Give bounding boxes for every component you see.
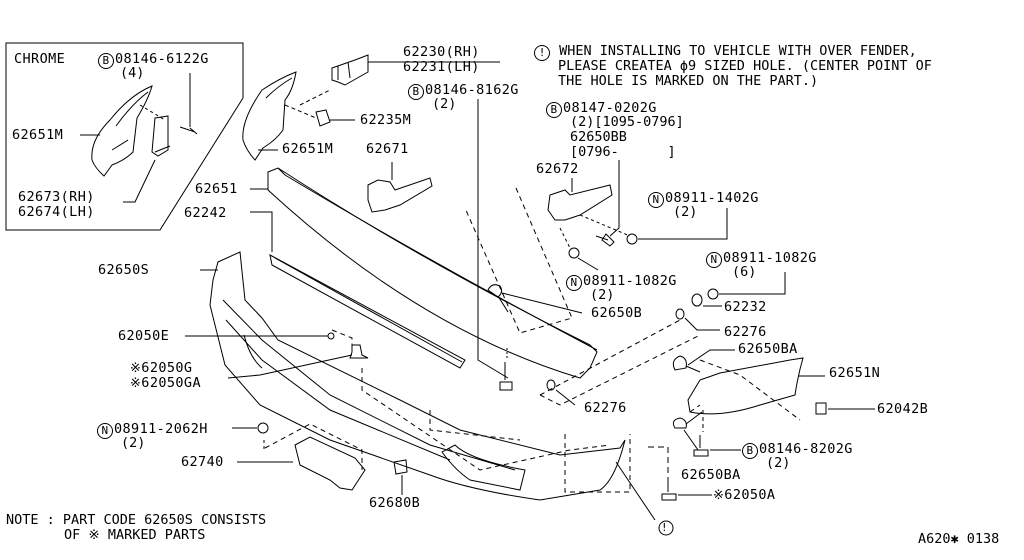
side-cover-62651N bbox=[687, 357, 804, 415]
clip-62050E bbox=[327, 332, 335, 340]
bracket-62672 bbox=[547, 184, 613, 221]
nut-marker-icon: N bbox=[706, 252, 722, 268]
clip-62232 bbox=[691, 293, 703, 307]
label-62050A: ※62050A bbox=[713, 487, 776, 503]
nut-marker-icon: N bbox=[97, 423, 113, 439]
label-62042B: 62042B bbox=[877, 401, 929, 417]
label-62242: 62242 bbox=[184, 205, 227, 221]
bolt-marker-icon: B bbox=[98, 53, 114, 69]
caution-marker-lower-text: ! bbox=[661, 521, 669, 534]
label-62050E: 62050E bbox=[118, 328, 170, 344]
qty-8202G: (2) bbox=[766, 455, 791, 471]
label-62276-upper: 62276 bbox=[724, 324, 767, 340]
bolt-8202G bbox=[693, 435, 709, 457]
upper-beam-62242 bbox=[267, 167, 598, 379]
footer-note-line-2: OF ※ MARKED PARTS bbox=[64, 527, 206, 543]
kit-marker-icon: ※ bbox=[713, 488, 725, 503]
range-62650BB: [0796- ] bbox=[570, 144, 676, 160]
label-62680B: 62680B bbox=[369, 495, 421, 511]
qty-8162G: (2) bbox=[432, 96, 457, 112]
bracket-62230 bbox=[331, 54, 369, 86]
bolt-marker-icon: B bbox=[742, 443, 758, 459]
inset-bolt bbox=[179, 126, 198, 135]
qty-1402G: (2) bbox=[673, 204, 698, 220]
bolt-marker-icon: B bbox=[546, 102, 562, 118]
inset-leader-62673 bbox=[123, 159, 156, 203]
washer-62276-upper bbox=[675, 308, 685, 320]
label-62740: 62740 bbox=[181, 454, 224, 470]
inset-frame bbox=[5, 42, 244, 231]
clip-62680B bbox=[393, 459, 408, 475]
clip-62650B bbox=[487, 284, 509, 313]
label-62651: 62651 bbox=[195, 181, 238, 197]
inset-chrome-cover bbox=[91, 85, 153, 177]
qty-2062H: (2) bbox=[121, 435, 146, 451]
nut-marker-icon: N bbox=[566, 275, 582, 291]
qty-0202G: (2)[1095-0796] bbox=[570, 114, 684, 130]
bumper-fascia-62650S bbox=[209, 251, 626, 501]
footer-note-line-1: NOTE : PART CODE 62650S CONSISTS bbox=[6, 512, 267, 528]
clip-62050G bbox=[349, 344, 369, 359]
label-62230: 62230(RH) bbox=[403, 44, 480, 60]
qty-1082G-b: (2) bbox=[590, 287, 615, 303]
label-62232: 62232 bbox=[724, 299, 767, 315]
bracket-62671 bbox=[367, 177, 433, 213]
washer-62276-lower bbox=[546, 379, 556, 391]
caution-icon: ! bbox=[534, 45, 550, 61]
kit-marker-icon: ※ bbox=[130, 376, 142, 391]
nut-1402G bbox=[626, 233, 638, 245]
bolt-marker-icon: B bbox=[408, 84, 424, 100]
nut-marker-icon: N bbox=[648, 192, 664, 208]
qty-1082G-a: (6) bbox=[732, 264, 757, 280]
nut-2062H bbox=[257, 422, 269, 434]
label-62651N: 62651N bbox=[829, 365, 881, 381]
label-62235M: 62235M bbox=[360, 112, 412, 128]
reinforcement-strip bbox=[269, 254, 466, 369]
bolt-0202G bbox=[595, 233, 615, 247]
inset-label-62673: 62673(RH) bbox=[18, 189, 95, 205]
label-62050GA: ※62050GA bbox=[130, 375, 201, 391]
label-62650B: 62650B bbox=[591, 305, 643, 321]
install-note-line-2: PLEASE CREATEA ϕ9 SIZED HOLE. (CENTER PO… bbox=[558, 58, 932, 74]
install-note: ! WHEN INSTALLING TO VEHICLE WITH OVER F… bbox=[534, 44, 917, 61]
nut-62042B bbox=[815, 402, 827, 415]
caution-marker-lower bbox=[658, 520, 674, 536]
inset-label-62674: 62674(LH) bbox=[18, 204, 95, 220]
inset-bracket bbox=[151, 115, 171, 157]
label-62651M: 62651M bbox=[282, 141, 334, 157]
clip-62235M bbox=[315, 109, 331, 127]
bracket-62740 bbox=[294, 436, 366, 491]
side-cover-62651M bbox=[242, 71, 297, 161]
install-note-line-3: THE HOLE IS MARKED ON THE PART.) bbox=[558, 73, 819, 89]
kit-marker-icon: ※ bbox=[130, 361, 142, 376]
label-62650BB: 62650BB bbox=[570, 129, 627, 145]
label-62276-lower: 62276 bbox=[584, 400, 627, 416]
label-62671: 62671 bbox=[366, 141, 409, 157]
drawing-id: A620✱ 0138 bbox=[918, 531, 1000, 547]
nut-1082G-a bbox=[707, 288, 719, 300]
label-62650BA-lower: 62650BA bbox=[681, 467, 741, 483]
label-62050G: ※62050G bbox=[130, 360, 193, 376]
label-62650BA-upper: 62650BA bbox=[738, 341, 798, 357]
inset-title: CHROME bbox=[14, 51, 66, 67]
nut-1082G-b bbox=[568, 247, 580, 259]
label-62672: 62672 bbox=[536, 161, 579, 177]
label-62231: 62231(LH) bbox=[403, 59, 480, 75]
inset-label-62651M: 62651M bbox=[12, 127, 64, 143]
inset-fastener-qty: (4) bbox=[120, 65, 145, 81]
bolt-62050A bbox=[661, 478, 677, 501]
label-62650S: 62650S bbox=[98, 262, 150, 278]
bolt-8162G bbox=[499, 362, 513, 391]
